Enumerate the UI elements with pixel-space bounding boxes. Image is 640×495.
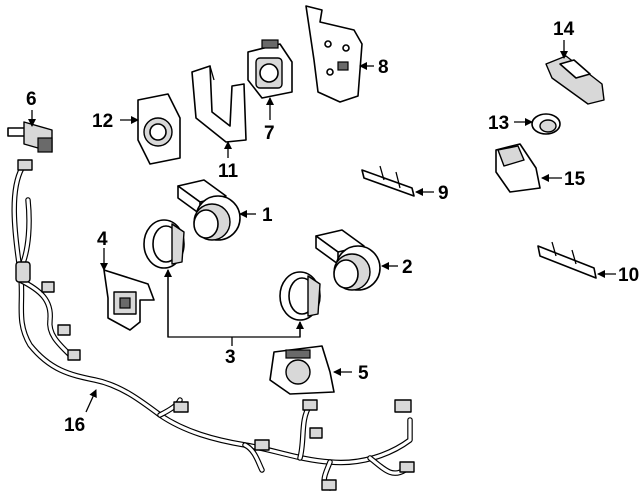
callout-5: 5 <box>358 363 369 384</box>
callout-14: 14 <box>553 19 575 40</box>
part-4-mount <box>103 269 155 331</box>
part-8-control-module <box>305 5 363 103</box>
part-13-grommet <box>531 113 561 135</box>
wiring-harness <box>11 159 415 491</box>
part-1-sensor <box>177 179 241 241</box>
callout-9: 9 <box>438 183 449 204</box>
part-5-mount <box>269 345 335 395</box>
part-12-bezel <box>137 93 181 165</box>
callout-6: 6 <box>26 89 37 110</box>
callout-4: 4 <box>97 229 108 250</box>
part-11-bracket <box>191 65 247 143</box>
callout-8: 8 <box>378 57 389 78</box>
callout-7: 7 <box>264 123 275 144</box>
callout-labels: 1 2 3 4 5 6 7 8 9 10 11 12 13 14 15 16 <box>26 19 639 436</box>
callout-11: 11 <box>218 161 239 182</box>
part-7-module <box>247 39 293 99</box>
callout-2: 2 <box>402 257 413 278</box>
callout-16: 16 <box>64 415 85 436</box>
callout-12: 12 <box>92 111 113 132</box>
part-10-strip <box>537 241 597 279</box>
part-14-bracket <box>545 55 605 105</box>
part-3-rings <box>143 219 321 321</box>
part-15-bezel <box>495 143 541 193</box>
part-6-sensor <box>7 121 53 153</box>
part-9-strip <box>361 165 415 197</box>
callout-13: 13 <box>488 113 509 134</box>
callout-1: 1 <box>262 205 273 226</box>
callout-10: 10 <box>618 265 639 286</box>
leader-lines <box>28 40 616 413</box>
callout-3: 3 <box>225 347 236 368</box>
callout-15: 15 <box>564 169 586 190</box>
part-2-sensor <box>315 229 381 291</box>
